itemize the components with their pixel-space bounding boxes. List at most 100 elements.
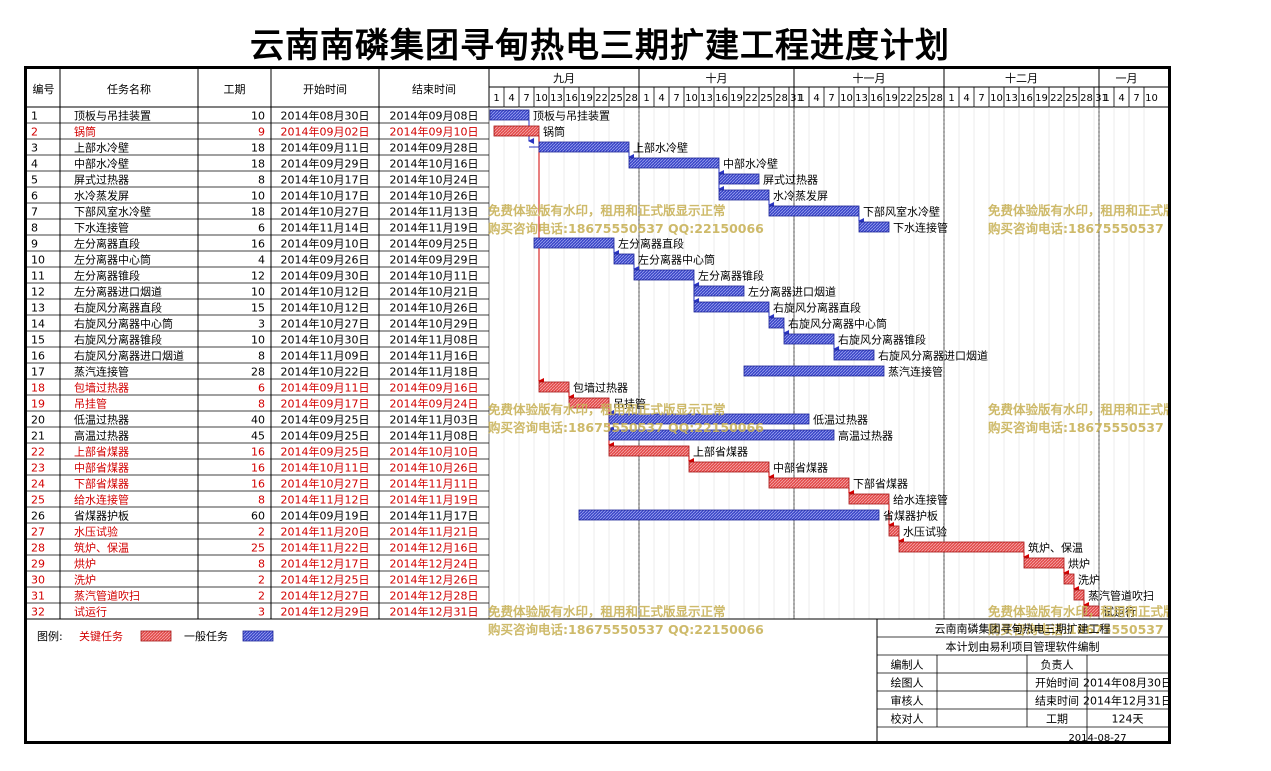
month-label: 十月: [706, 71, 728, 85]
bar-label: 包墙过热器: [573, 381, 628, 395]
gantt-bar[interactable]: [538, 141, 630, 153]
cell-name: 试运行: [74, 606, 107, 619]
cell-name: 烘炉: [74, 557, 96, 571]
gantt-bar[interactable]: [858, 221, 890, 233]
info-cell: 结束时间: [1035, 695, 1079, 708]
cell-end: 2014年12月28日: [390, 589, 479, 603]
tick-label: 19: [580, 93, 593, 104]
gantt-bar[interactable]: [693, 301, 770, 313]
tick-label: 22: [745, 93, 758, 104]
watermark: 免费体验版有水印，租用和正式版显示正常 购买咨询电话:18675550537 QQ…: [488, 203, 1168, 637]
gantt-bars: 顶板与吊挂装置锅筒上部水冷壁中部水冷壁屏式过热器水冷蒸发屏下部风室水冷壁下水连接…: [489, 109, 1154, 619]
gantt-bar[interactable]: [718, 173, 760, 185]
gantt-bar[interactable]: [768, 205, 860, 217]
bar-label: 左分离器直段: [618, 237, 684, 251]
gantt-bar[interactable]: [533, 237, 615, 249]
cell-end: 2014年10月21日: [390, 285, 479, 299]
legend-critical-label: 关键任务: [79, 629, 123, 643]
cell-id: 23: [31, 462, 45, 475]
bar-label: 中部水冷壁: [723, 157, 778, 171]
cell-end: 2014年12月24日: [390, 557, 479, 571]
gantt-bar[interactable]: [568, 397, 610, 409]
gantt-bar[interactable]: [783, 333, 835, 345]
cell-end: 2014年10月29日: [390, 317, 479, 331]
gantt-bar[interactable]: [1063, 573, 1075, 585]
cell-duration: 40: [251, 414, 265, 427]
cell-start: 2014年12月17日: [281, 557, 370, 571]
gantt-bar[interactable]: [898, 541, 1025, 553]
cell-name: 下部省煤器: [74, 477, 129, 491]
cell-end: 2014年11月13日: [390, 205, 479, 219]
gantt-bar[interactable]: [1023, 557, 1065, 569]
bar-label: 右旋风分离器直段: [773, 301, 861, 315]
bar-label: 给水连接管: [893, 493, 948, 507]
gantt-bar[interactable]: [633, 269, 695, 281]
tick-label: 19: [1035, 93, 1048, 104]
bar-label: 蒸汽管道吹扫: [1088, 589, 1154, 603]
cell-start: 2014年11月22日: [281, 541, 370, 555]
cell-duration: 12: [251, 270, 265, 283]
gantt-bar[interactable]: [578, 509, 880, 521]
cell-start: 2014年09月10日: [281, 237, 370, 251]
cell-end: 2014年10月24日: [390, 173, 479, 187]
cell-end: 2014年09月24日: [390, 397, 479, 411]
watermark-line1: 免费体验版有水印，租用和正式版显示正常: [988, 604, 1168, 619]
cell-duration: 2: [258, 526, 265, 539]
gantt-bar[interactable]: [688, 461, 770, 473]
gantt-bar[interactable]: [768, 477, 850, 489]
cell-duration: 8: [258, 398, 265, 411]
tick-label: 10: [535, 93, 548, 104]
watermark-line2: 购买咨询电话:18675550537 QQ:22150066: [488, 221, 764, 236]
gantt-bar[interactable]: [608, 429, 835, 441]
cell-id: 20: [31, 414, 45, 427]
gantt-bar[interactable]: [489, 109, 530, 121]
gantt-bar[interactable]: [768, 317, 785, 329]
bar-label: 洗炉: [1078, 574, 1100, 587]
cell-name: 右旋风分离器锥段: [74, 333, 162, 347]
cell-name: 中部省煤器: [74, 461, 129, 475]
gantt-bar[interactable]: [888, 525, 900, 537]
info-cell: 绘图人: [891, 676, 924, 690]
cell-start: 2014年09月25日: [281, 429, 370, 443]
tick-label: 7: [828, 93, 834, 104]
gantt-bar[interactable]: [693, 285, 745, 297]
bar-label: 蒸汽连接管: [888, 365, 943, 379]
watermark-line1: 免费体验版有水印，租用和正式版显示正常: [488, 604, 726, 619]
tick-label: 10: [685, 93, 698, 104]
gantt-bar[interactable]: [628, 157, 720, 169]
cell-duration: 28: [251, 366, 265, 379]
gantt-bar[interactable]: [1083, 605, 1100, 617]
cell-id: 3: [31, 142, 38, 155]
cell-id: 24: [31, 478, 45, 491]
gantt-bar[interactable]: [538, 381, 570, 393]
cell-name: 洗炉: [74, 574, 96, 587]
cell-duration: 6: [258, 222, 265, 235]
tick-label: 10: [990, 93, 1003, 104]
tick-label: 19: [730, 93, 743, 104]
gantt-bar[interactable]: [1073, 589, 1085, 601]
cell-name: 左分离器锥段: [74, 269, 140, 283]
gantt-bar[interactable]: [608, 445, 690, 457]
cell-start: 2014年11月12日: [281, 493, 370, 507]
gantt-bar[interactable]: [718, 189, 770, 201]
cell-id: 30: [31, 574, 45, 587]
gantt-bar[interactable]: [608, 413, 810, 425]
gantt-bar[interactable]: [743, 365, 885, 377]
gantt-bar[interactable]: [848, 493, 890, 505]
gantt-bar[interactable]: [613, 253, 635, 265]
cell-start: 2014年10月17日: [281, 173, 370, 187]
gantt-bar[interactable]: [493, 125, 540, 137]
tick-label: 1: [948, 93, 954, 104]
cell-name: 屏式过热器: [74, 174, 129, 187]
month-label: 十二月: [1005, 71, 1038, 85]
gantt-bar[interactable]: [833, 349, 875, 361]
tick-label: 19: [885, 93, 898, 104]
